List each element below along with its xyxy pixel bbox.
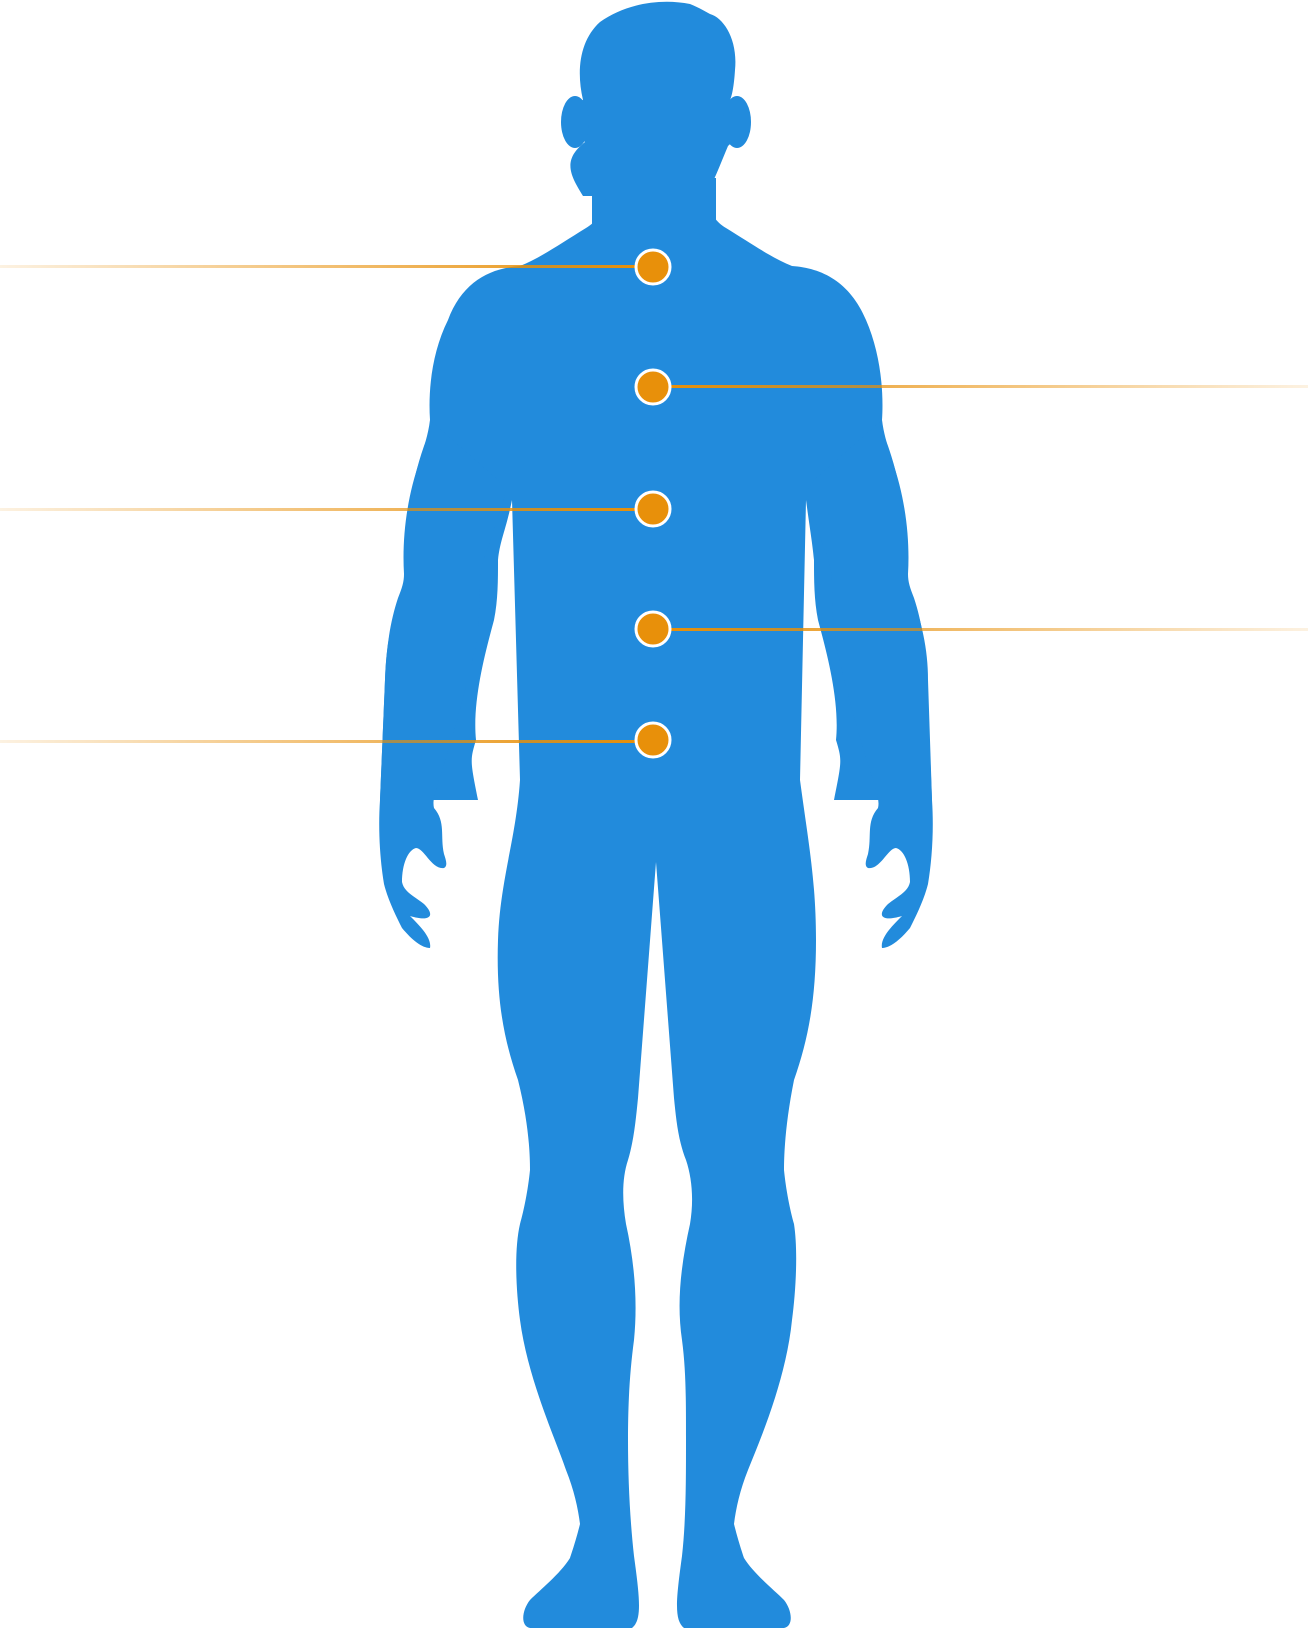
neck-marker-line — [0, 265, 640, 268]
torso-and-legs-shape — [380, 196, 932, 1628]
body-markers — [634, 248, 672, 759]
navel-marker[interactable] — [634, 610, 672, 648]
upper-abdomen-marker[interactable] — [634, 490, 672, 528]
human-silhouette — [379, 1, 933, 1628]
neck-marker[interactable] — [634, 248, 672, 286]
hip-marker-line — [0, 740, 640, 743]
right-ear-shape — [723, 96, 751, 148]
chest-marker-line — [668, 385, 1308, 388]
head-shape — [570, 1, 743, 196]
left-ear-shape — [561, 96, 589, 148]
chest-marker[interactable] — [634, 368, 672, 406]
left-arm-shape — [379, 420, 506, 948]
hip-marker[interactable] — [634, 721, 672, 759]
navel-marker-line — [668, 628, 1308, 631]
measurement-lines — [0, 265, 1308, 743]
right-arm-shape — [806, 420, 933, 948]
upper-abdomen-marker-line — [0, 508, 640, 511]
